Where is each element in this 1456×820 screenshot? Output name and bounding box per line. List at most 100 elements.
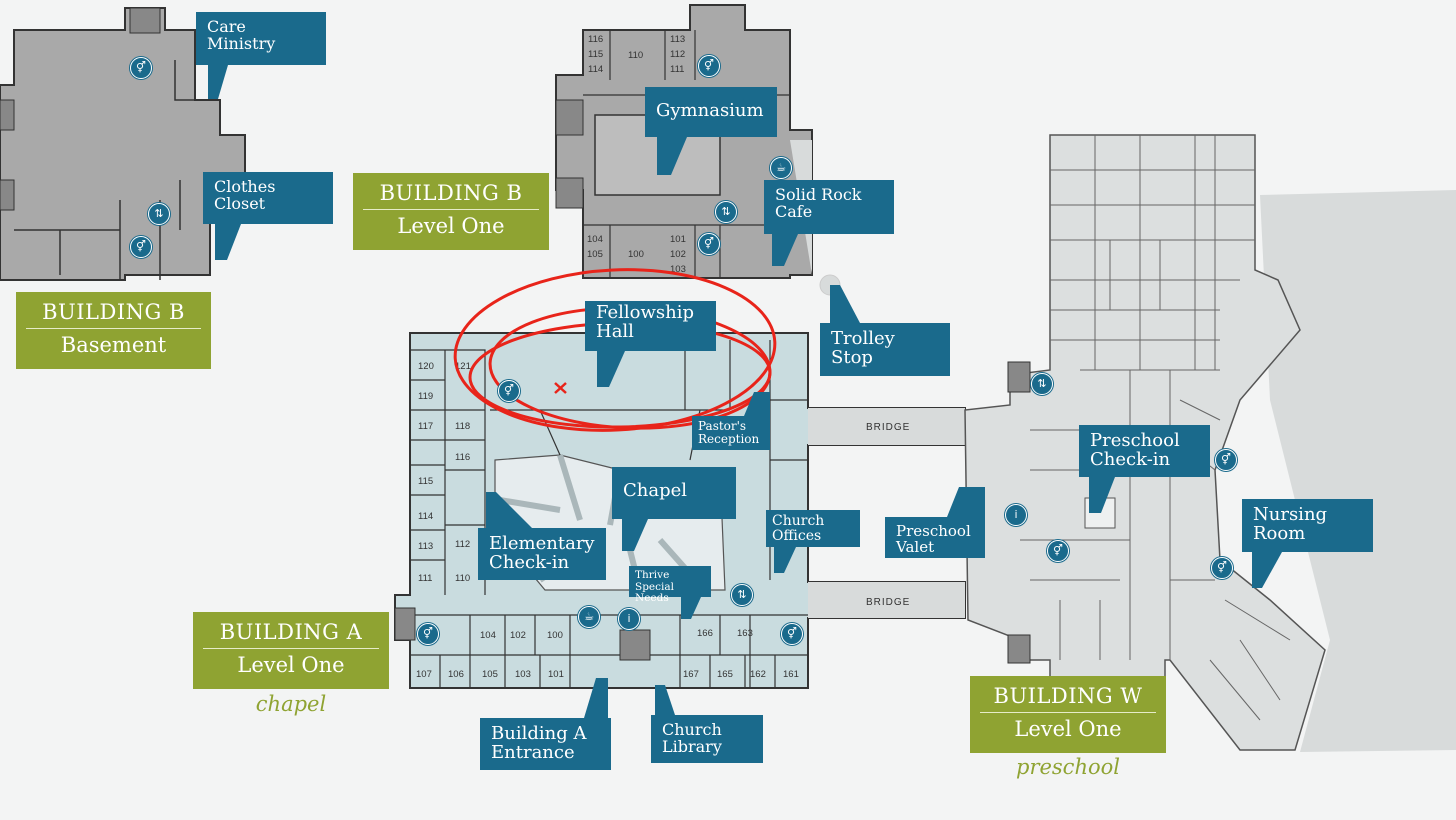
callout-pointer [681, 597, 701, 619]
building-b-basement-plan [0, 7, 246, 281]
callout-pointer [1252, 552, 1282, 588]
svg-text:115: 115 [588, 49, 603, 60]
building-a-subtitle: chapel [255, 692, 327, 716]
svg-text:110: 110 [455, 573, 470, 584]
callout-label: Solid Rock Cafe [775, 185, 862, 222]
restroom-icon: ⚥ [781, 623, 803, 645]
callout-label: Preschool Check-in [1090, 430, 1180, 471]
callout-label: Chapel [623, 480, 688, 501]
callout-label: Church Library [662, 720, 722, 757]
building-b-basement-label: BUILDING B Basement [16, 292, 211, 369]
svg-text:167: 167 [683, 669, 699, 680]
svg-text:116: 116 [588, 34, 603, 45]
svg-text:165: 165 [717, 669, 733, 680]
callout-pointer [208, 65, 228, 99]
callout-label: Church Offices [772, 513, 825, 545]
building-level: Level One [397, 214, 505, 238]
label-divider [203, 648, 379, 649]
building-w-level-one-label: BUILDING W Level One [970, 676, 1166, 753]
elevator-icon: ⇅ [715, 201, 737, 223]
elevator-icon: ⇅ [148, 203, 170, 225]
bridge-label-upper: BRIDGE [866, 422, 911, 433]
callout-solid-rock-cafe: Solid Rock Cafe [764, 180, 894, 266]
restroom-icon: ⚥ [1215, 449, 1237, 471]
svg-text:111: 111 [418, 573, 432, 584]
info-icon: i [618, 608, 640, 630]
building-w-subtitle: preschool [1016, 755, 1120, 779]
annotation-x-mark [554, 382, 567, 394]
callout-pointer [597, 351, 625, 387]
svg-text:107: 107 [416, 669, 432, 680]
svg-text:102: 102 [670, 249, 686, 260]
svg-text:105: 105 [587, 249, 603, 260]
label-divider [980, 712, 1156, 713]
callout-church-offices: Church Offices [766, 510, 860, 573]
svg-text:116: 116 [455, 452, 470, 463]
elevator-icon: ⇅ [1031, 373, 1053, 395]
svg-text:103: 103 [515, 669, 531, 680]
callout-pointer [744, 392, 770, 416]
callout-pointer [486, 492, 532, 528]
callout-label: Nursing Room [1253, 504, 1328, 545]
restroom-icon: ⚥ [498, 380, 520, 402]
svg-text:104: 104 [587, 234, 603, 245]
svg-text:106: 106 [448, 669, 464, 680]
callout-label: Fellowship Hall [596, 302, 695, 343]
info-icon: i [1005, 504, 1027, 526]
callout-label: Preschool Valet [896, 522, 971, 557]
building-name: BUILDING A [219, 620, 363, 644]
building-name: BUILDING B [379, 181, 523, 205]
building-name: BUILDING B [42, 300, 185, 324]
svg-text:102: 102 [510, 630, 526, 641]
callout-pointer [655, 685, 675, 715]
callout-label: Care Ministry [207, 17, 276, 54]
callout-pastors-reception: Pastor's Reception [692, 392, 770, 450]
svg-text:112: 112 [455, 539, 470, 550]
callout-pointer [1089, 477, 1115, 513]
callout-pointer [584, 678, 608, 718]
building-level: Level One [237, 653, 345, 677]
label-divider [363, 209, 539, 210]
callout-label: Pastor's Reception [698, 419, 760, 447]
svg-text:113: 113 [670, 34, 685, 45]
building-level: Level One [1014, 717, 1122, 741]
coffee-icon: ☕ [770, 157, 792, 179]
building-level: Basement [60, 333, 167, 357]
callout-label: Clothes Closet [214, 177, 276, 214]
callout-nursing-room: Nursing Room [1242, 499, 1373, 588]
svg-text:114: 114 [588, 64, 603, 75]
svg-text:112: 112 [670, 49, 685, 60]
callout-label: Trolley Stop [831, 328, 895, 369]
callout-elementary-checkin: Elementary Check-in [478, 492, 606, 580]
callout-preschool-checkin: Preschool Check-in [1079, 425, 1210, 513]
restroom-icon: ⚥ [417, 623, 439, 645]
svg-text:100: 100 [547, 630, 563, 641]
svg-text:117: 117 [418, 421, 433, 432]
svg-text:113: 113 [418, 541, 433, 552]
restroom-icon: ⚥ [698, 55, 720, 77]
svg-text:162: 162 [750, 669, 766, 680]
building-b-level-one-label: BUILDING B Level One [353, 173, 549, 250]
svg-text:120: 120 [418, 361, 434, 372]
callout-preschool-valet: Preschool Valet [885, 487, 985, 558]
svg-text:100: 100 [628, 249, 644, 260]
restroom-icon: ⚥ [130, 236, 152, 258]
restroom-icon: ⚥ [1211, 557, 1233, 579]
callout-label: Gymnasium [656, 100, 764, 121]
svg-text:161: 161 [783, 669, 799, 680]
callout-pointer [657, 137, 687, 175]
elevator-icon: ⇅ [731, 584, 753, 606]
callout-building-a-entrance: Building A Entrance [480, 678, 611, 770]
svg-text:105: 105 [482, 669, 498, 680]
restroom-icon: ⚥ [698, 233, 720, 255]
callout-label: Thrive Special Needs [635, 569, 674, 605]
callout-thrive-special-needs: Thrive Special Needs [629, 566, 711, 619]
restroom-icon: ⚥ [1047, 540, 1069, 562]
bridge-label-lower: BRIDGE [866, 597, 911, 608]
callout-pointer [772, 234, 798, 266]
callout-trolley-stop: Trolley Stop [820, 285, 950, 376]
callout-pointer [215, 224, 241, 260]
callout-label: Elementary Check-in [489, 533, 595, 574]
svg-text:119: 119 [418, 391, 433, 402]
